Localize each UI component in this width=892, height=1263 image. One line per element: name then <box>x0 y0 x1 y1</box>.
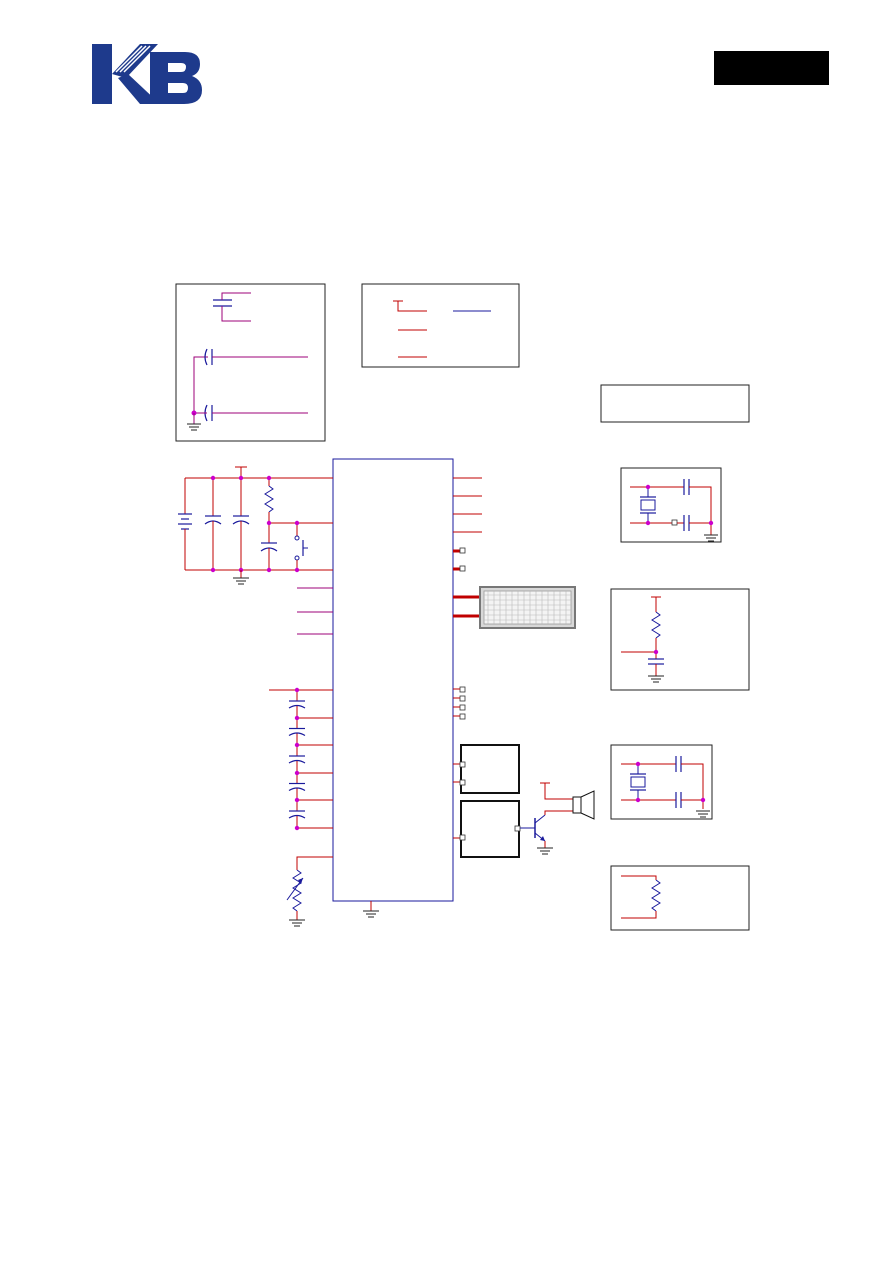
capacitor-ladder <box>269 687 333 831</box>
crystal-icon <box>630 764 646 800</box>
resistor-icon <box>651 611 661 639</box>
ground-icon <box>696 810 710 818</box>
crystal-box-1 <box>620 467 722 543</box>
capacitor-icon <box>288 800 306 828</box>
box-power-pins <box>361 283 520 368</box>
power-section <box>178 466 333 585</box>
speaker-icon <box>572 790 595 820</box>
capacitor-icon <box>288 718 306 745</box>
resistor-icon <box>651 879 661 912</box>
capacitor-icon <box>288 745 306 773</box>
rc-box <box>610 588 750 691</box>
capacitor-icon <box>288 773 306 800</box>
box-capacitor-inputs <box>175 283 326 442</box>
crystal-box-2 <box>610 744 713 820</box>
battery-icon <box>178 513 192 530</box>
label-box <box>600 384 750 423</box>
ground-icon <box>363 910 379 918</box>
header-badge <box>714 51 829 85</box>
npn-transistor-icon <box>520 782 573 855</box>
ground-icon <box>187 423 201 431</box>
lcd-display-icon <box>479 586 576 629</box>
kb-logo-icon <box>92 44 202 104</box>
resistor-icon <box>264 485 274 513</box>
submodule-a <box>453 744 520 794</box>
main-ic <box>297 458 482 918</box>
ground-icon <box>289 919 305 927</box>
ground-icon <box>648 675 664 683</box>
ground-icon <box>704 534 718 542</box>
capacitor-icon <box>288 690 306 718</box>
push-switch-icon <box>294 535 308 561</box>
potentiometer-icon <box>286 856 333 927</box>
resistor-box <box>610 865 750 931</box>
submodule-b <box>453 800 521 858</box>
crystal-icon <box>640 487 656 523</box>
ground-icon <box>233 577 249 585</box>
ground-icon <box>537 847 553 855</box>
